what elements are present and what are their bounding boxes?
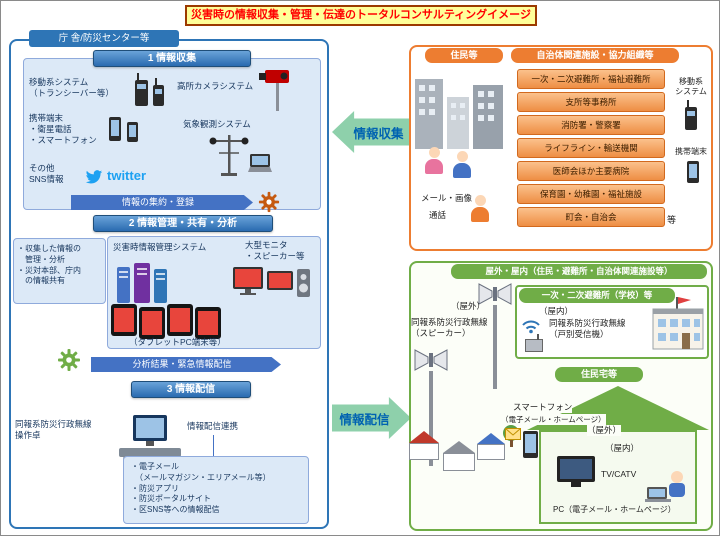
house-icon — [443, 441, 475, 471]
mobile-system-right-label: 移動系 システム — [675, 77, 707, 97]
phone-icon — [127, 122, 138, 142]
resident-person-icon — [425, 147, 443, 174]
section2-header: 2 情報管理・共有・分析 — [93, 215, 273, 232]
home-outdoor-label: （屋外） — [587, 425, 622, 437]
call-label: 通話 — [429, 210, 447, 220]
etc-label: 等 — [667, 215, 677, 225]
speaker-pole — [493, 305, 497, 389]
server-icons — [117, 263, 167, 303]
walkie-talkie-icon — [153, 78, 164, 106]
office-panel-tab: 庁 舎/防災センター等 — [29, 30, 179, 47]
mobile-devices-label: 携帯端末 ・衛星電話 ・スマートフォン — [29, 113, 97, 146]
house-icon — [477, 433, 505, 460]
other-sns-label: その他 SNS情報 — [29, 163, 64, 185]
tablet-icon — [139, 307, 165, 339]
speaker-system-label: 同報系防災行政無線 （スピーカー） — [411, 317, 488, 339]
camera-icon — [259, 70, 289, 111]
smartphone-sub-label: （電子メール・ホームページ） — [501, 414, 606, 425]
flow-deliver-label: 情報配信 — [339, 412, 390, 427]
shelter-indoor-label: （屋内） — [539, 306, 574, 316]
linkage-label: 情報配信連携 — [187, 421, 239, 431]
walkie-talkie-icon — [685, 100, 697, 130]
tv-label: TV/CATV — [601, 469, 637, 479]
mobile-terminal-label: 携帯端末 — [675, 147, 707, 156]
mail-image-label: メール・画像 — [421, 193, 473, 203]
laptop-icon — [248, 154, 272, 172]
house-icon — [409, 431, 439, 460]
resident-person-icon — [453, 151, 471, 178]
tv-icon — [557, 456, 595, 487]
receiver-label: 同報系防災行政無線 （戸別受信機） — [549, 318, 626, 340]
city-buildings-icon — [415, 79, 503, 149]
org-item: 保育園・幼稚園・福祉施設 — [517, 184, 665, 204]
org-item: 医師会ほか主要病院 — [517, 161, 665, 181]
gear-icon — [258, 191, 280, 213]
analysis-arrow: 分析結果・緊急情報配信 — [91, 357, 281, 372]
section3-header: 3 情報配信 — [131, 381, 251, 398]
outdoor-label: （屋外） — [451, 301, 486, 311]
flow-arrow-collect: 情報収集 — [332, 111, 411, 153]
linkage-line — [213, 435, 214, 456]
monitor-speaker-icons — [233, 267, 310, 297]
twitter-bird-icon — [85, 170, 103, 184]
large-monitor-label: 大型モニタ ・スピーカー等 — [245, 240, 305, 262]
gear-icon — [58, 349, 80, 371]
org-item: 消防署・警察署 — [517, 115, 665, 135]
high-camera-label: 高所カメラシステム — [177, 81, 254, 91]
laptop-person-icon — [645, 471, 685, 502]
weather-station-icon — [209, 135, 249, 176]
walkie-talkie-icon — [135, 73, 148, 106]
speaker-horn-icon — [478, 283, 512, 305]
residents-header: 住民等 — [425, 48, 503, 63]
console-label: 同報系防災行政無線 操作卓 — [15, 419, 92, 441]
smartphone-label: スマートフォン — [513, 402, 573, 414]
school-icon — [652, 297, 704, 350]
tablet-icon — [111, 304, 137, 336]
outdoor-panel-header: 屋外・屋内（住民・避難所・自治体関連施設等） — [451, 264, 707, 279]
org-item: 町会・自治会 — [517, 207, 665, 227]
phone-icon — [687, 161, 699, 183]
flow-collect-label: 情報収集 — [353, 126, 404, 141]
flow-arrow-deliver: 情報配信 — [332, 397, 411, 439]
info-system-label: 災害時情報管理システム — [113, 242, 207, 252]
shelter-header: 一次・二次避難所（学校）等 — [519, 288, 675, 303]
tablet-icon — [195, 307, 221, 339]
home-header: 住民宅等 — [555, 367, 643, 382]
section1-box — [23, 58, 321, 210]
page-title: 災害時の情報収集・管理・伝達のトータルコンサルティングイメージ — [185, 5, 537, 26]
section2-note: ・収集した情報の 管理・分析 ・災対本部、庁内 の情報共有 — [13, 238, 106, 304]
envelope-icon — [505, 428, 521, 440]
speaker-pole — [429, 371, 433, 466]
smartphone-icon — [523, 431, 538, 458]
section1-header: 1 情報収集 — [93, 50, 251, 67]
twitter-logo-text: twitter — [107, 168, 146, 183]
tablet-label: （タブレットPC端末等） — [129, 337, 226, 347]
org-item: ライフライン・輸送機関 — [517, 138, 665, 158]
org-item: 一次・二次避難所・福祉避難所 — [517, 69, 665, 89]
org-header: 自治体関連施設・協力組織等 — [511, 48, 679, 63]
mobile-system-label: 移動系システム （トランシーバー等） — [29, 77, 114, 99]
speaker-horn-icon — [414, 349, 448, 371]
delivery-list-box: ・電子メール （メールマガジン・エリアメール等） ・防災アプリ ・防災ポータルサ… — [123, 456, 309, 524]
tablet-icon — [167, 304, 193, 336]
weather-system-label: 気象観測システム — [183, 119, 251, 129]
home-indoor-label: （屋内） — [605, 443, 640, 453]
aggregate-register-arrow: 情報の集約・登録 — [71, 195, 253, 210]
resident-person-icon — [471, 195, 489, 222]
phone-icon — [109, 117, 121, 141]
pc-label: PC（電子メール・ホームページ） — [553, 505, 676, 514]
org-item: 支所等事務所 — [517, 92, 665, 112]
receiver-icon — [525, 334, 543, 352]
wifi-icon — [522, 320, 540, 334]
